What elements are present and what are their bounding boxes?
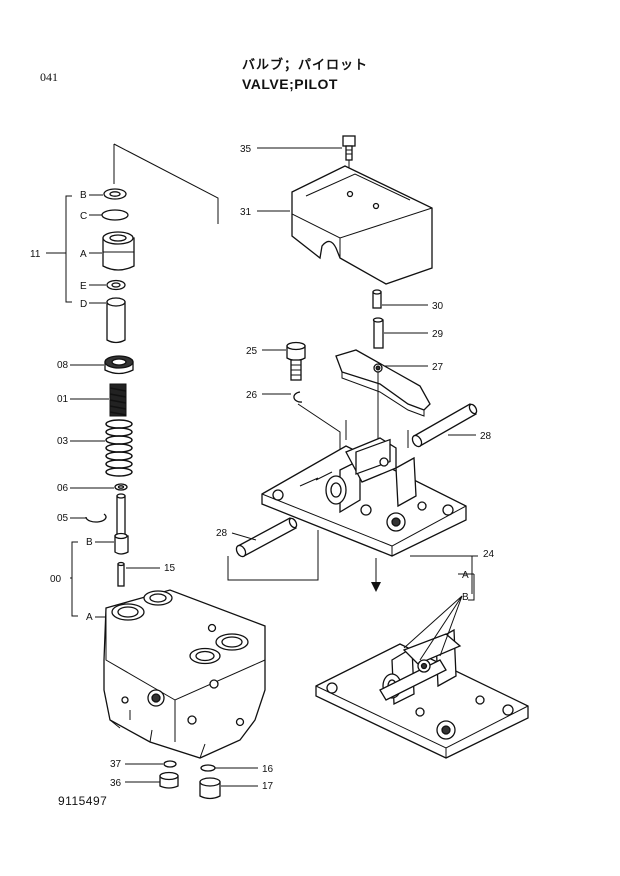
title-japanese: バルブ；パイロット — [242, 57, 369, 72]
part-03-outer-spring — [105, 419, 133, 477]
callout-11: 11 — [30, 249, 41, 260]
group-00-bracket — [70, 541, 78, 617]
part-16-oring — [200, 764, 216, 772]
callout-36: 36 — [110, 778, 122, 789]
callout-03: 03 — [57, 436, 69, 447]
part-15-pin — [117, 561, 125, 587]
part-35-bolt — [342, 135, 356, 161]
leader-24 — [410, 555, 478, 594]
callout-25: 25 — [246, 346, 258, 357]
part-00-spool — [114, 493, 129, 555]
part-01-inner-spring — [109, 383, 127, 417]
part-08-seal — [104, 355, 134, 375]
callout-27: 27 — [432, 362, 444, 373]
part-05-clip — [85, 513, 107, 523]
callout-05: 05 — [57, 513, 69, 524]
callout-15: 15 — [164, 563, 176, 574]
callout-a-left: A — [80, 249, 87, 260]
callout-37: 37 — [110, 759, 122, 770]
callout-26: 26 — [246, 390, 258, 401]
assembly-direction-arrow — [371, 558, 381, 592]
callout-c: C — [80, 211, 87, 222]
part-28-pin-upper — [411, 403, 478, 448]
callout-a-bottom: A — [86, 612, 93, 623]
part-26-snap-ring — [293, 391, 303, 403]
callout-28-upper: 28 — [480, 431, 492, 442]
callout-00: 00 — [50, 574, 62, 585]
callout-06: 06 — [57, 483, 69, 494]
callout-17: 17 — [262, 781, 274, 792]
part-06-washer — [114, 483, 128, 491]
part-c-oring — [101, 209, 129, 221]
part-a-plug — [102, 231, 135, 271]
part-36-plug — [159, 771, 179, 789]
part-31-cover — [291, 165, 433, 285]
callout-01: 01 — [57, 394, 69, 405]
part-30-pin — [372, 289, 382, 309]
part-d-bushing — [106, 297, 126, 344]
callout-e: E — [80, 281, 87, 292]
callout-29: 29 — [432, 329, 444, 340]
part-e-ring — [106, 279, 126, 291]
assembled-detail-view — [315, 628, 529, 759]
page-number: 041 — [40, 70, 58, 84]
callout-08: 08 — [57, 360, 69, 371]
guide-line-lower — [227, 530, 319, 581]
part-27-lever — [335, 349, 431, 417]
part-24-plate — [261, 437, 467, 557]
group-11-bracket — [46, 195, 72, 303]
callout-b-mid: B — [86, 537, 93, 548]
callout-a-right: A — [462, 570, 469, 581]
part-28-pin-lower — [235, 517, 298, 558]
callout-b-right: B — [462, 592, 469, 603]
part-b-ring — [103, 188, 127, 200]
callout-b-top: B — [80, 190, 87, 201]
callout-31: 31 — [240, 207, 252, 218]
drawing-number: 9115497 — [58, 794, 108, 808]
part-29-pin — [372, 317, 384, 349]
callout-30: 30 — [432, 301, 444, 312]
detail-leaders — [403, 574, 475, 661]
part-17-plug — [199, 777, 221, 800]
guide-line-upper — [345, 420, 409, 448]
leader-top-slant — [113, 143, 219, 224]
callout-35: 35 — [240, 144, 252, 155]
callout-d: D — [80, 299, 87, 310]
callout-16: 16 — [262, 764, 274, 775]
part-25-bolt — [286, 341, 306, 381]
title-english: VALVE;PILOT — [242, 76, 338, 92]
part-37-oring — [163, 760, 177, 768]
valve-body-casing — [103, 589, 266, 759]
callout-24: 24 — [483, 549, 495, 560]
callout-28-lower: 28 — [216, 528, 228, 539]
